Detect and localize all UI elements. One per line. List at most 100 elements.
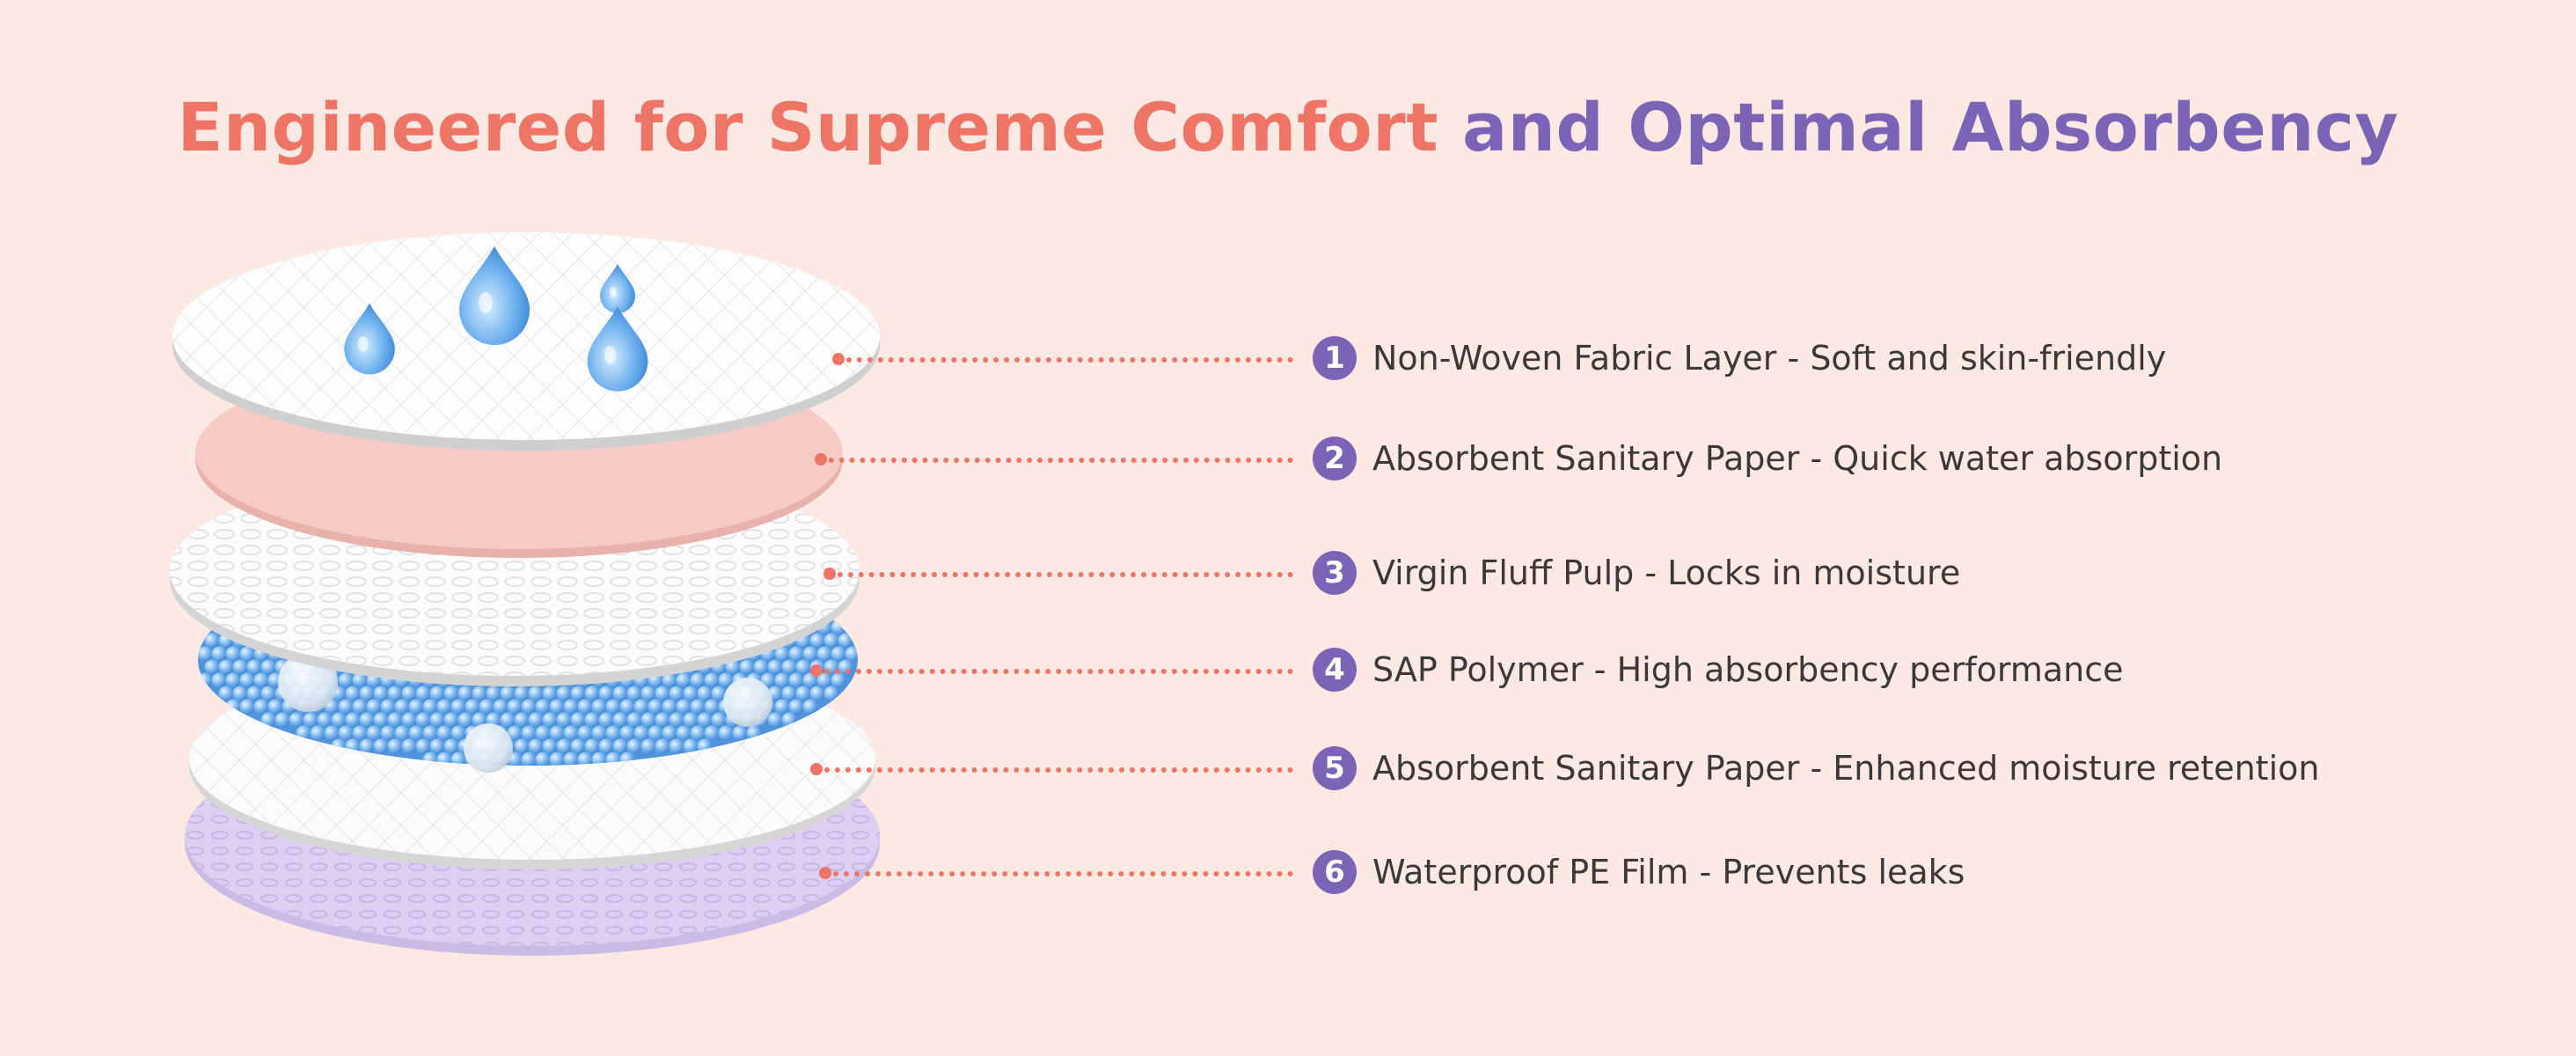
sap-bead <box>718 672 734 688</box>
sap-bead <box>373 712 389 728</box>
sap-bead <box>584 712 600 728</box>
sap-bead <box>260 686 276 701</box>
sap-bead <box>612 686 628 701</box>
sap-bead <box>612 738 628 754</box>
layer-number-badge: 4 <box>1313 648 1357 692</box>
sap-bead <box>704 699 720 715</box>
sap-bead <box>577 752 593 766</box>
sap-bead <box>774 672 790 688</box>
sap-bead <box>352 699 368 715</box>
sap-bead <box>521 752 537 766</box>
sap-bead <box>676 699 692 715</box>
sap-bead <box>422 699 438 715</box>
sap-bead <box>443 686 459 701</box>
sap-bead <box>422 725 438 741</box>
sap-bead <box>394 725 410 741</box>
sap-bead <box>211 646 227 662</box>
sap-bead <box>274 712 290 728</box>
sap-bead <box>507 699 523 715</box>
sap-bead <box>239 699 255 715</box>
water-drop-icon <box>344 303 395 375</box>
sap-bead <box>584 686 600 701</box>
sap-bead <box>676 672 692 688</box>
sap-bead <box>479 699 494 715</box>
sap-bead <box>662 672 677 688</box>
sap-bead <box>725 659 741 675</box>
sap-bead <box>514 738 530 754</box>
sap-bead <box>626 686 642 701</box>
title-part-comfort: Engineered for Supreme Comfort <box>177 88 1439 166</box>
sap-bead <box>535 699 551 715</box>
title-part-absorbency: and Optimal Absorbency <box>1462 88 2399 166</box>
sap-bead <box>345 712 361 728</box>
sap-bead <box>598 712 614 728</box>
sap-bead <box>380 699 396 715</box>
sap-bead <box>267 699 283 715</box>
sap-bead <box>655 738 670 754</box>
sap-bead <box>338 672 354 688</box>
sap-bead <box>366 725 382 741</box>
sap-bead <box>697 712 713 728</box>
sap-bead <box>232 659 248 675</box>
sap-bead <box>690 699 706 715</box>
sap-bead <box>669 712 684 728</box>
sap-bead <box>500 712 516 728</box>
sap-bead <box>345 686 361 701</box>
sap-bead <box>831 646 846 662</box>
sap-bead <box>767 659 783 675</box>
layer-number-badge: 5 <box>1313 746 1357 790</box>
sap-bead <box>401 738 417 754</box>
sap-bead <box>253 672 269 688</box>
sap-bead <box>774 699 790 715</box>
sap-bead <box>493 699 509 715</box>
sap-bead <box>204 633 220 649</box>
sap-bead <box>563 699 579 715</box>
sap-bead <box>598 686 614 701</box>
sap-bead <box>690 725 706 741</box>
sap-bead <box>570 712 586 728</box>
sap-bead <box>838 633 853 649</box>
leader-line <box>814 669 1293 674</box>
water-drop-icon <box>587 306 648 392</box>
sap-bead <box>612 712 628 728</box>
sap-bead <box>697 686 713 701</box>
sap-bead <box>556 738 572 754</box>
sap-bead <box>640 712 656 728</box>
sap-bead <box>373 738 389 754</box>
sap-bead <box>218 686 234 701</box>
sap-bead <box>549 752 565 766</box>
sap-bead <box>809 686 825 701</box>
sap-bead <box>387 712 403 728</box>
sap-bead <box>387 686 403 701</box>
sap-bead <box>802 699 818 715</box>
sap-bead <box>563 725 579 741</box>
layer-number-badge: 6 <box>1313 850 1357 894</box>
sap-bead <box>591 725 607 741</box>
sap-bead <box>528 738 544 754</box>
sap-bead <box>317 712 333 728</box>
sap-bead <box>823 686 839 701</box>
leader-line <box>823 871 1293 876</box>
sap-bead <box>472 686 487 701</box>
sap-bead <box>450 725 466 741</box>
sap-bead <box>359 712 375 728</box>
sap-bead <box>415 712 431 728</box>
sap-bead <box>450 699 466 715</box>
sap-bead <box>732 725 748 741</box>
sap-bead <box>598 738 614 754</box>
sap-bead <box>359 738 375 754</box>
layer-description: Virgin Fluff Pulp - Locks in moisture <box>1372 554 1961 592</box>
sap-bead <box>577 699 593 715</box>
sap-bead <box>429 712 445 728</box>
sap-bead <box>584 738 600 754</box>
sap-bead <box>260 712 276 728</box>
sap-bead <box>655 712 670 728</box>
sap-bead <box>535 752 551 766</box>
sap-bead <box>556 686 572 701</box>
sap-bead <box>429 738 445 754</box>
water-drop-icon <box>459 246 530 345</box>
sap-bead <box>676 725 692 741</box>
sap-bead <box>211 672 227 688</box>
sap-bead <box>605 699 621 715</box>
sap-bead <box>795 659 811 675</box>
